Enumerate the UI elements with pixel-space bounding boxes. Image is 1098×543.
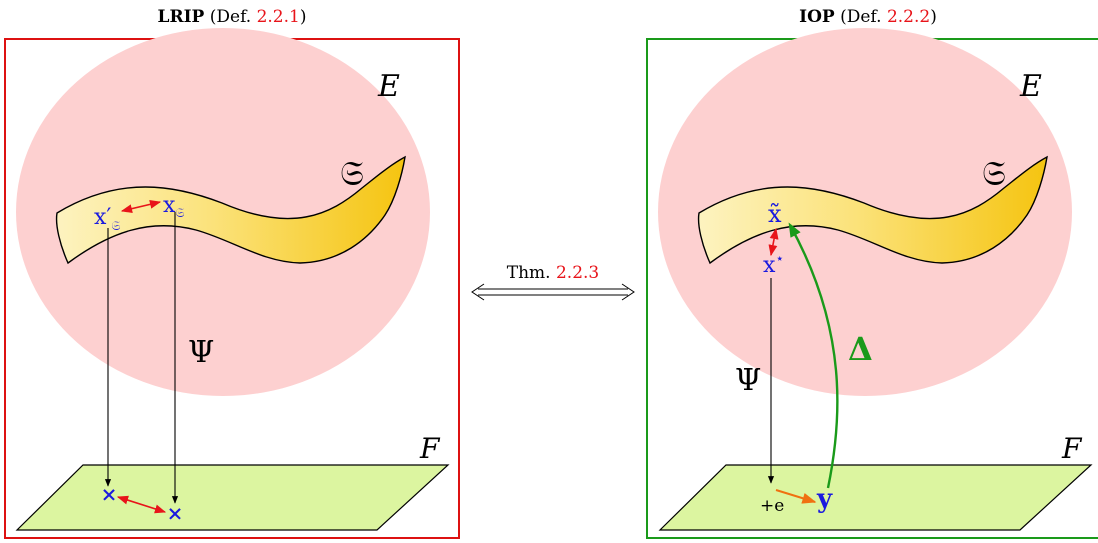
left-point-x-prime-sub: 𝔖 [111, 219, 120, 234]
right-manifold-S-label: 𝔖 [982, 154, 1006, 194]
right-def-reference-link[interactable]: 2.2.2 [887, 7, 930, 27]
theorem-label: Thm. 2.2.3 [507, 263, 599, 283]
left-manifold-S-label: 𝔖 [340, 154, 364, 194]
right-title-bold: IOP [799, 7, 835, 27]
right-space-F-label: F [1061, 432, 1083, 465]
right-delta-label: Δ [848, 330, 873, 368]
right-observation-y: y [816, 484, 833, 514]
left-image-a-cross: × [101, 482, 118, 506]
theorem-reference-link[interactable]: 2.2.3 [556, 263, 599, 283]
left-point-x-sub: 𝔖 [175, 206, 184, 221]
right-title-def-prefix: (Def. [835, 7, 887, 27]
right-point-x-star-sup: ⋆ [775, 251, 784, 267]
left-title-def-prefix: (Def. [204, 7, 256, 27]
left-space-E-label: E [377, 69, 400, 104]
right-panel: IOP (Def. 2.2.2) E 𝔖 F Ψ x̃ x⋆ Δ +e y [647, 7, 1098, 538]
equivalence-block: Thm. 2.2.3 [472, 263, 634, 300]
right-title: IOP (Def. 2.2.2) [799, 7, 937, 27]
left-space-F-label: F [419, 432, 441, 465]
right-psi-label: Ψ [735, 363, 761, 398]
left-title-def-suffix: ) [300, 7, 307, 27]
right-point-x-tilde: x̃ [768, 200, 782, 228]
left-image-b-cross: × [167, 501, 184, 525]
left-space-F-plane [17, 465, 448, 530]
left-title: LRIP (Def. 2.2.1) [158, 7, 307, 27]
right-space-F-plane [660, 465, 1091, 530]
right-space-E-label: E [1019, 69, 1042, 104]
left-title-bold: LRIP [158, 7, 205, 27]
left-panel: LRIP (Def. 2.2.1) E 𝔖 F Ψ x′𝔖 x𝔖 × × [5, 7, 459, 538]
right-noise-label: +e [760, 496, 784, 516]
right-title-def-suffix: ) [930, 7, 937, 27]
left-def-reference-link[interactable]: 2.2.1 [257, 7, 300, 27]
equivalence-double-arrow [472, 284, 634, 300]
theorem-prefix: Thm. [507, 263, 556, 283]
left-psi-label: Ψ [188, 335, 214, 370]
